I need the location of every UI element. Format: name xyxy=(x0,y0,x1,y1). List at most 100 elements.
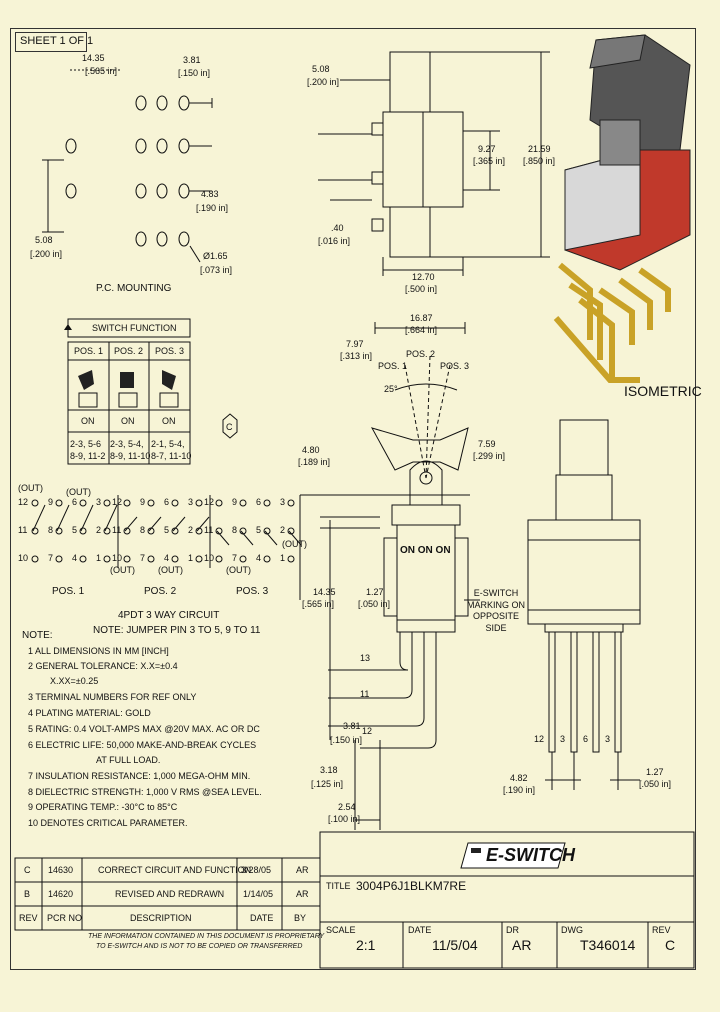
fv-dim-right: 7.59 xyxy=(478,439,496,449)
bv-dim-pitch-in: [.190 in] xyxy=(503,785,536,795)
dwg-label: DWG xyxy=(561,925,583,935)
fv-dim-body: 14.35 xyxy=(313,587,336,597)
fv-dim-381-in: [.150 in] xyxy=(330,735,363,745)
fv-pos1: POS. 1 xyxy=(378,361,408,371)
note-4: 4 PLATING MATERIAL: GOLD xyxy=(28,708,151,718)
sf-conn-1a: 2-3, 5-6 xyxy=(70,439,102,449)
c2-r1-2: 6 xyxy=(164,497,170,507)
c3-r3-3: 1 xyxy=(280,553,286,563)
fv-pos3: POS. 3 xyxy=(440,361,470,371)
pcm-dim-hole-in: [.073 in] xyxy=(200,265,233,275)
bv-pin-3a: 3 xyxy=(560,734,566,744)
fv-dim-left: 7.97 xyxy=(346,339,364,349)
side-dim-bottom-in: [.500 in] xyxy=(405,284,438,294)
fv-dim-318-in: [.125 in] xyxy=(311,779,344,789)
c2-r3-0: 10 xyxy=(112,553,123,563)
fv-dim-381: 3.81 xyxy=(343,721,361,731)
side-dim-top-in: [.200 in] xyxy=(307,77,340,87)
pcm-dim-hole: Ø1.65 xyxy=(203,251,228,261)
sf-conn-2b: 8-9, 11-10 xyxy=(110,451,151,461)
note-3: 3 TERMINAL NUMBERS FOR REF ONLY xyxy=(28,692,197,702)
fv-dim-right-in: [.299 in] xyxy=(473,451,506,461)
sf-conn-3a: 2-1, 5-4, xyxy=(151,439,185,449)
c3-r1-1: 9 xyxy=(232,497,238,507)
switch-function-icons xyxy=(78,370,176,390)
rev-label: REV xyxy=(652,925,671,935)
sf-header-3: POS. 3 xyxy=(155,346,185,356)
date-value: 11/5/04 xyxy=(432,937,478,953)
bv-dim-pitch: 4.82 xyxy=(510,773,528,783)
c2-r1-3: 3 xyxy=(188,497,194,507)
circuit-out-5: (OUT) xyxy=(226,565,251,575)
pc-mounting-holes xyxy=(42,69,213,263)
fv-angle: 25° xyxy=(384,384,398,394)
bv-dim-side-in: [.050 in] xyxy=(639,779,672,789)
c3-r1-3: 3 xyxy=(280,497,286,507)
rev-row1-by: AR xyxy=(296,865,309,875)
c3-r2-3: 2 xyxy=(280,525,286,535)
fv-dim-body-in: [.565 in] xyxy=(302,599,335,609)
bv-pin-3b: 3 xyxy=(605,734,611,744)
fv-dim-width: 16.87 xyxy=(410,313,433,323)
fv-marking: ON ON ON xyxy=(400,545,451,556)
fv-dim-11: 11 xyxy=(360,689,370,699)
circuit-out-3: (OUT) xyxy=(110,565,135,575)
circuit-diagram xyxy=(31,495,302,568)
pcm-dim-top-left-in: [.565 in] xyxy=(85,66,118,76)
sf-state-3: ON xyxy=(162,416,176,426)
rev-row2-pcr: 14620 xyxy=(48,889,74,899)
c1-r3-0: 10 xyxy=(18,553,29,563)
rev-row1-pcr: 14630 xyxy=(48,865,74,875)
rev-header-pcr: PCR NO xyxy=(47,913,83,923)
c1-r1-2: 6 xyxy=(72,497,78,507)
c3-r2-1: 8 xyxy=(232,525,238,535)
back-view xyxy=(527,419,641,790)
c3-r1-2: 6 xyxy=(256,497,262,507)
note-8: 8 DIELECTRIC STRENGTH: 1,000 V RMS @SEA … xyxy=(28,787,262,797)
c-hex-label: C xyxy=(226,422,233,432)
sf-conn-2a: 2-3, 5-4, xyxy=(110,439,144,449)
c2-r2-3: 2 xyxy=(188,525,194,535)
fv-eswitch-note: E-SWITCH MARKING ON OPPOSITE SIDE xyxy=(466,588,525,634)
note-2b: X.XX=±0.25 xyxy=(50,676,99,686)
c1-r3-2: 4 xyxy=(72,553,78,563)
side-view xyxy=(318,51,550,276)
pcm-dim-top-left: 14.35 xyxy=(82,53,105,63)
fv-dim-width-in: [.664 in] xyxy=(405,325,438,335)
circuit-pos-3: POS. 3 xyxy=(236,586,269,597)
bv-dim-side: 1.27 xyxy=(646,767,664,777)
note-7: 7 INSULATION RESISTANCE: 1,000 MEGA-OHM … xyxy=(28,771,251,781)
disclaimer-line2: TO E-SWITCH AND IS NOT TO BE COPIED OR T… xyxy=(96,943,303,950)
eswitch-logo-text: E-SWITCH xyxy=(486,845,575,865)
side-dim-mid-in: [.365 in] xyxy=(473,156,506,166)
title-block-lines xyxy=(14,831,695,969)
side-dim-right: 21.59 xyxy=(528,144,551,154)
pcm-dim-mid: 4.83 xyxy=(201,189,219,199)
rev-header-date: DATE xyxy=(250,913,274,923)
c2-r2-2: 5 xyxy=(164,525,170,535)
c3-r3-2: 4 xyxy=(256,553,262,563)
sf-state-2: ON xyxy=(121,416,135,426)
note-9: 9 OPERATING TEMP.: -30°C to 85°C xyxy=(28,802,178,812)
pc-mounting-label: P.C. MOUNTING xyxy=(96,283,172,294)
fv-dim-height-in: [.189 in] xyxy=(298,457,331,467)
scale-value: 2:1 xyxy=(356,937,376,953)
pcm-dim-top-right: 3.81 xyxy=(183,55,201,65)
front-view xyxy=(299,322,480,830)
rev-value: C xyxy=(665,937,676,953)
circuit-pos-2: POS. 2 xyxy=(144,586,177,597)
c3-r2-2: 5 xyxy=(256,525,262,535)
circuit-note: NOTE: JUMPER PIN 3 TO 5, 9 TO 11 xyxy=(93,625,261,636)
rev-row2-desc: REVISED AND REDRAWN xyxy=(115,889,225,899)
c1-r1-3: 3 xyxy=(96,497,102,507)
note-6b: AT FULL LOAD. xyxy=(96,755,161,765)
notes-heading: NOTE: xyxy=(22,630,53,641)
c2-r3-1: 7 xyxy=(140,553,146,563)
side-dim-right-in: [.850 in] xyxy=(523,156,556,166)
note-1: 1 ALL DIMENSIONS IN MM [INCH] xyxy=(28,646,169,656)
sf-conn-1b: 8-9, 11-2 xyxy=(70,451,106,461)
note-6: 6 ELECTRIC LIFE: 50,000 MAKE-AND-BREAK C… xyxy=(28,740,257,750)
rev-row1-date: 3/28/05 xyxy=(241,865,272,875)
circuit-out-4: (OUT) xyxy=(158,565,183,575)
